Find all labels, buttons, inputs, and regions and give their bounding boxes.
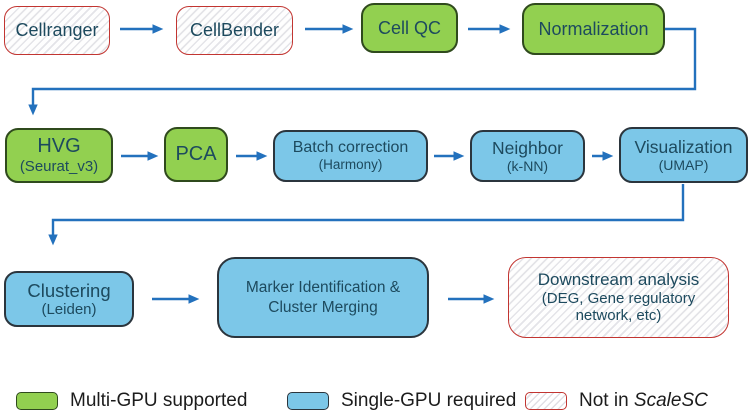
node-label: Visualization [634, 136, 733, 157]
legend-swatch-blue [287, 392, 329, 410]
node-sublabel: (Harmony) [318, 157, 383, 173]
node-sublabel: (k-NN) [506, 158, 549, 175]
node-label: Batch correction [292, 139, 409, 157]
node-downstream-analysis: Downstream analysis (DEG, Gene regulator… [508, 257, 729, 338]
node-cell-qc: Cell QC [361, 3, 458, 53]
node-sublabel: (DEG, Gene regulatory network, etc) [541, 290, 696, 325]
node-visualization: Visualization (UMAP) [619, 127, 748, 183]
legend-label: Not in ScaleSC [579, 390, 708, 412]
node-clustering: Clustering (Leiden) [4, 271, 134, 327]
node-batch-correction: Batch correction (Harmony) [273, 130, 428, 182]
node-label: Downstream analysis [537, 270, 700, 290]
legend-label: Multi-GPU supported [70, 390, 248, 411]
node-sublabel: (Leiden) [41, 301, 97, 318]
node-label: Clustering [27, 279, 111, 301]
legend-label-prefix: Not in [579, 390, 634, 411]
node-marker-identification: Marker Identification & Cluster Merging [217, 257, 429, 338]
node-neighbor: Neighbor (k-NN) [470, 130, 585, 182]
node-label: Normalization [538, 18, 649, 39]
legend-label-scalesc: ScaleSC [633, 390, 708, 411]
node-cellranger: Cellranger [4, 6, 110, 55]
node-label: Marker Identification & Cluster Merging [245, 279, 401, 316]
node-sublabel: (Seurat_v3) [19, 158, 99, 176]
node-label: CellBender [189, 20, 280, 41]
connector-visualization-clustering [48, 184, 685, 246]
node-label: Neighbor [491, 137, 564, 158]
node-label: HVG [37, 135, 81, 158]
legend-item-single-gpu: Single-GPU required [287, 390, 516, 412]
node-sublabel: (UMAP) [658, 157, 709, 174]
node-pca: PCA [164, 127, 228, 182]
node-hvg: HVG (Seurat_v3) [5, 128, 113, 183]
legend-swatch-green [16, 392, 58, 410]
node-label: Cell QC [377, 17, 441, 38]
legend-item-multi-gpu: Multi-GPU supported [16, 390, 247, 412]
legend-item-not-in-scalesc: Not in ScaleSC [525, 390, 708, 412]
node-label: PCA [175, 143, 217, 165]
legend-label: Single-GPU required [341, 390, 517, 411]
connector-normalization-hvg [28, 27, 697, 116]
node-normalization: Normalization [522, 3, 665, 55]
node-label: Cellranger [15, 20, 99, 41]
node-cellbender: CellBender [176, 6, 293, 55]
legend-swatch-hatched [525, 392, 567, 410]
